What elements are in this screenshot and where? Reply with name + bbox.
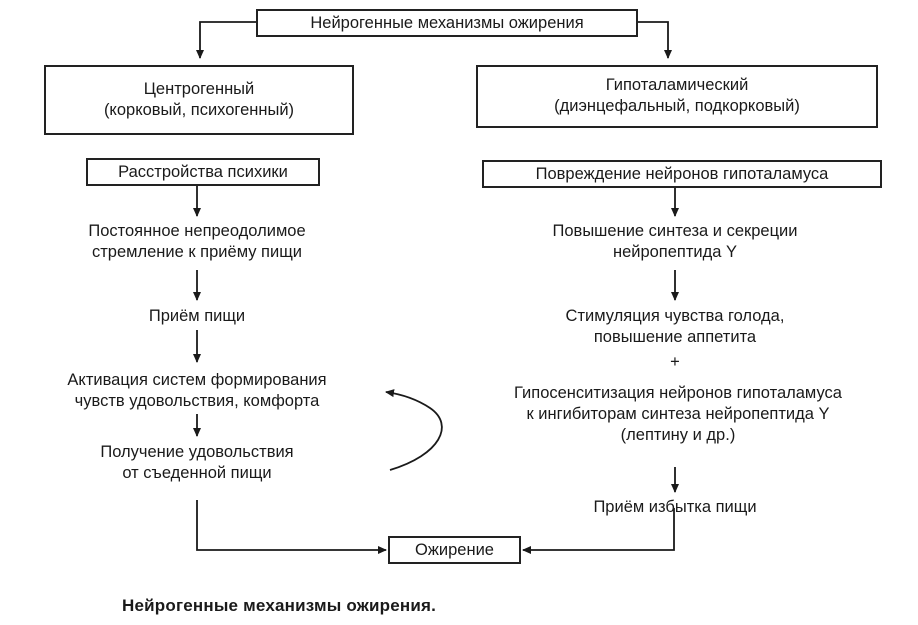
figure-caption: Нейрогенные механизмы ожирения.	[122, 596, 437, 615]
left-step-4: Получение удовольствия от съеденной пищи	[100, 443, 294, 482]
right-cause-box: Повреждение нейронов гипоталамуса	[482, 160, 882, 188]
right-step-3: Гипосенситизация нейронов гипоталамуса к…	[514, 384, 842, 444]
feedback-loop-arrow	[385, 389, 443, 471]
plus-sign: +	[670, 353, 680, 371]
left-cause: Расстройства психики	[118, 163, 288, 181]
diagram-title: Нейрогенные механизмы ожирения	[310, 14, 584, 32]
right-step-1: Повышение синтеза и секреции нейропептид…	[552, 222, 798, 261]
left-cause-box: Расстройства психики	[86, 158, 320, 186]
right-step-2: Стимуляция чувства голода, повышение апп…	[565, 307, 785, 346]
right-step-4: Приём избытка пищи	[593, 498, 757, 516]
right-cause: Повреждение нейронов гипоталамуса	[535, 165, 829, 183]
left-step-2: Приём пищи	[148, 307, 246, 325]
hypothalamic-type-box: Гипоталамический (диэнцефальный, подкорк…	[476, 65, 878, 128]
outcome: Ожирение	[415, 541, 494, 559]
centrogenic-type-box: Центрогенный (корковый, психогенный)	[44, 65, 354, 135]
diagram-title-box: Нейрогенные механизмы ожирения	[256, 9, 638, 37]
centrogenic-subtitle: (корковый, психогенный)	[103, 101, 295, 119]
outcome-box: Ожирение	[388, 536, 521, 564]
centrogenic-title: Центрогенный	[143, 80, 255, 98]
left-step-3: Активация систем формирования чувств удо…	[67, 371, 327, 410]
arrow-title-to-left	[196, 21, 258, 59]
hypothalamic-title: Гипоталамический	[605, 76, 749, 94]
arrow-left-to-outcome	[196, 500, 387, 554]
arrow-right-to-outcome	[522, 508, 675, 554]
hypothalamic-subtitle: (диэнцефальный, подкорковый)	[554, 97, 800, 115]
arrow-title-to-right	[635, 21, 672, 59]
left-step-1: Постоянное непреодолимое стремление к пр…	[88, 222, 306, 261]
